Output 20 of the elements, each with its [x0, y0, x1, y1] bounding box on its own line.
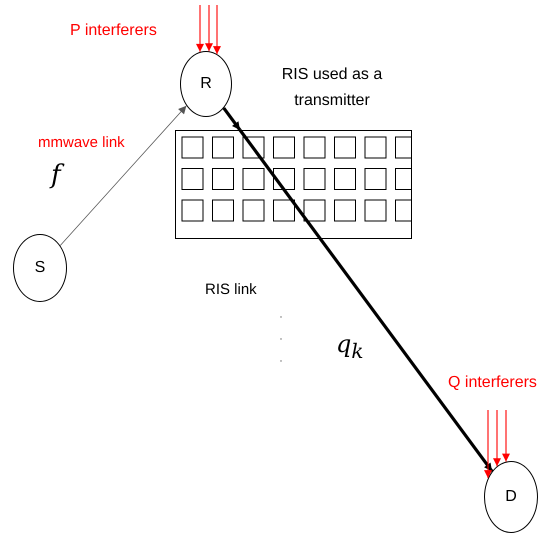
arrow [222, 107, 242, 131]
arrow [502, 410, 510, 462]
math-symbol: q$_{k}$ [336, 330, 364, 363]
interferer-label: P interferers [70, 22, 157, 40]
node-label: D [505, 488, 517, 506]
relay-node [180, 51, 232, 117]
arrow [60, 105, 187, 246]
arrow [196, 5, 204, 52]
node-label: R [200, 75, 212, 93]
arrow [205, 5, 213, 52]
arrow [484, 410, 492, 478]
arrow [238, 129, 494, 472]
arrow [213, 5, 221, 54]
interferer-label: Q interferers [448, 374, 537, 392]
ris-panel [175, 130, 412, 239]
arrow [493, 410, 501, 466]
node-caption: RIS used as a transmitter [280, 65, 384, 111]
link-label: RIS link [205, 281, 257, 298]
node-label: S [34, 259, 46, 277]
link-label: mmwave link [38, 134, 125, 151]
